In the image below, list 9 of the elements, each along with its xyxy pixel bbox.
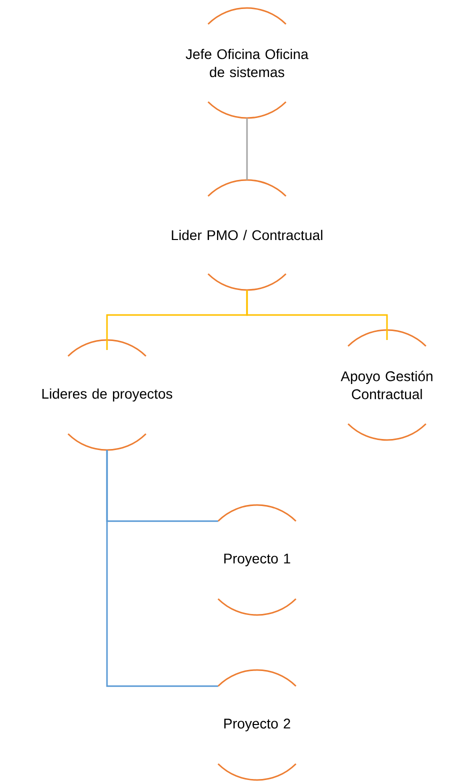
connector [246, 290, 388, 340]
connector [246, 118, 248, 180]
org-node: Proyecto 1 [217, 504, 297, 616]
org-node: Lideres de proyectos [42, 339, 172, 451]
connector [106, 450, 218, 687]
org-node: Lider PMO / Contractual [172, 179, 322, 291]
org-node: Proyecto 2 [217, 669, 297, 781]
org-node: Apoyo Gestión Contractual [340, 329, 432, 441]
org-node: Jefe Oficina Oficina de sistemas [186, 7, 308, 119]
